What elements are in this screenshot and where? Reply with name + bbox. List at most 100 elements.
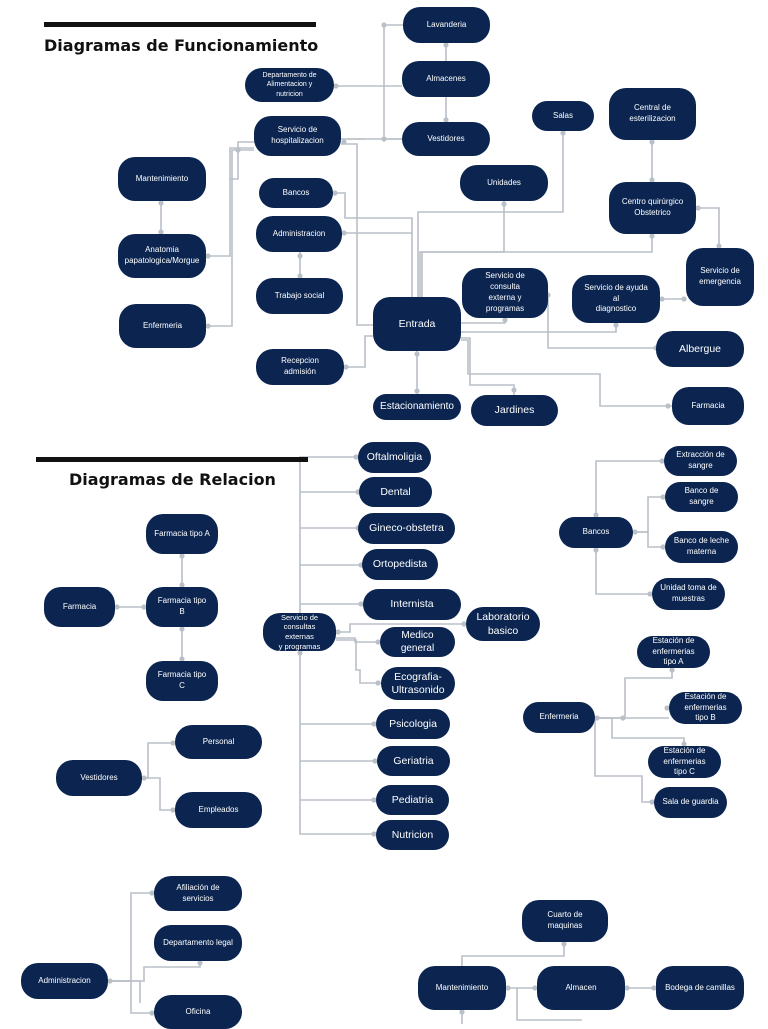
connector-line [516,988,582,1021]
connector-line [633,531,665,548]
connector-dot [649,233,655,239]
node-bancos: Bancos [559,517,633,548]
node-anatomia: Anatomia papatologica/Morgue [118,234,206,278]
connector-dot [660,544,666,550]
connector-dot [335,629,341,635]
node-entrada: Entrada [373,297,461,351]
connector-line [206,149,254,327]
connector-dot [414,388,420,394]
node-oficina: Oficina [154,995,242,1029]
connector-line [417,131,564,297]
node-administracion: Administracion [21,963,108,999]
node-hospitalizacion: Servicio de hospitalizacion [254,116,341,156]
connector-dot [179,582,185,588]
connector-dot [341,139,347,145]
node-enfermeria-top: Enfermeria [119,304,206,348]
connector-dot [511,387,517,393]
connector-line [108,980,154,1014]
connector-line [336,639,381,684]
node-consulta-externa-top: Servicio de consulta externa y programas [462,268,548,318]
connector-dot [659,458,665,464]
connector-dot [381,22,387,28]
connector-line [595,460,664,517]
connector-dot [594,715,600,721]
connector-dot [358,601,364,607]
node-farmacia-c: Farmacia tipo C [146,661,218,701]
node-geriatria: Geriatria [377,746,450,776]
node-almacenes: Almacenes [402,61,490,97]
node-oftalmologia: Oftalmoligia [358,442,431,473]
connector-line [595,668,673,719]
connector-line [206,147,254,257]
connector-dot [158,229,164,235]
connector-dot [235,147,241,153]
node-estacion-b: Estación de enfermerias tipo B [669,692,742,724]
connector-dot [647,591,653,597]
connector-line [696,207,720,248]
connector-line [299,456,358,613]
node-personal: Personal [175,725,262,759]
node-servicio-emergencia: Servicio de emergencia [686,248,754,306]
connector-dot [716,243,722,249]
connector-dot [681,296,687,302]
node-almacen: Almacen [537,966,625,1010]
connector-dot [613,322,619,328]
connector-dot [659,296,665,302]
node-gineco: Gineco-obstetra [358,513,455,544]
connector-dot [461,621,467,627]
connector-line [633,496,665,533]
title-relacion: Diagramas de Relacion [69,470,276,489]
node-empleados: Empleados [175,792,262,828]
node-estacion-a: Estación de enfermerias tipo A [637,636,710,668]
connector-dot [381,136,387,142]
node-farmacia-a: Farmacia tipo A [146,514,218,554]
node-banco-leche: Banco de leche materna [665,531,738,563]
node-central-esterilizacion: Central de esterilizacion [609,88,696,140]
node-bancos-top: Bancos [259,178,333,208]
connector-dot [669,667,675,673]
connector-line [461,337,515,395]
node-extraccion: Extracción de sangre [664,446,737,476]
connector-line [230,141,254,180]
node-vestidores: Vestidores [56,760,142,796]
connector-dot [297,273,303,279]
node-farmacia: Farmacia [44,587,115,627]
node-depto-legal: Departamento legal [154,925,242,961]
connector-dot [149,1010,155,1016]
title-funcionamiento: Diagramas de Funcionamiento [44,36,319,55]
node-trabajo-social: Trabajo social [256,278,343,314]
node-administracion-top: Administracion [256,216,342,252]
connector-dot [593,547,599,553]
node-unidades: Unidades [460,165,548,201]
connector-dot [205,323,211,329]
node-banco-sangre: Banco de sangre [665,482,738,512]
connector-dot [593,512,599,518]
connector-dot [343,364,349,370]
node-albergue: Albergue [656,331,744,367]
connector-dot [561,941,567,947]
connector-dot [681,741,687,747]
connector-dot [297,650,303,656]
connector-dot [649,799,655,805]
connector-line [108,961,201,982]
connector-dot [341,230,347,236]
connector-dot [107,978,113,984]
node-pediatria: Pediatria [376,785,449,815]
connector-dot [158,200,164,206]
connector-dot [371,721,377,727]
connector-line [461,339,672,407]
connector-dot [532,985,538,991]
connector-dot [632,529,638,535]
node-enfermeria: Enfermeria [523,702,595,733]
connector-line [344,335,373,368]
node-mantenimiento: Mantenimiento [418,966,506,1010]
connector-dot [179,656,185,662]
connector-dot [664,705,670,711]
node-farmacia-b: Farmacia tipo B [146,587,218,627]
node-estacionamiento: Estacionamiento [373,394,461,420]
connector-dot [297,253,303,259]
title-bar-funcionamiento [44,22,316,27]
title-bar-relacion [36,457,308,462]
